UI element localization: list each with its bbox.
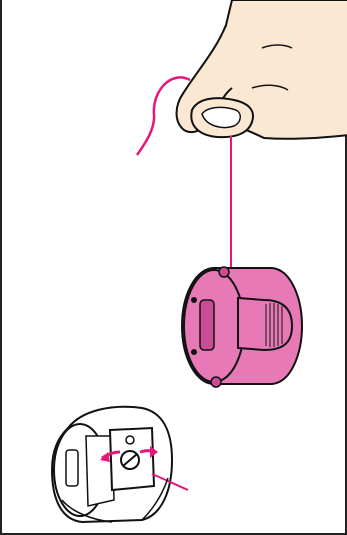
hand-illustration bbox=[137, 0, 347, 155]
bobbin-case-hanging bbox=[182, 267, 302, 387]
bobbin-case-screw-adjust bbox=[52, 407, 188, 522]
